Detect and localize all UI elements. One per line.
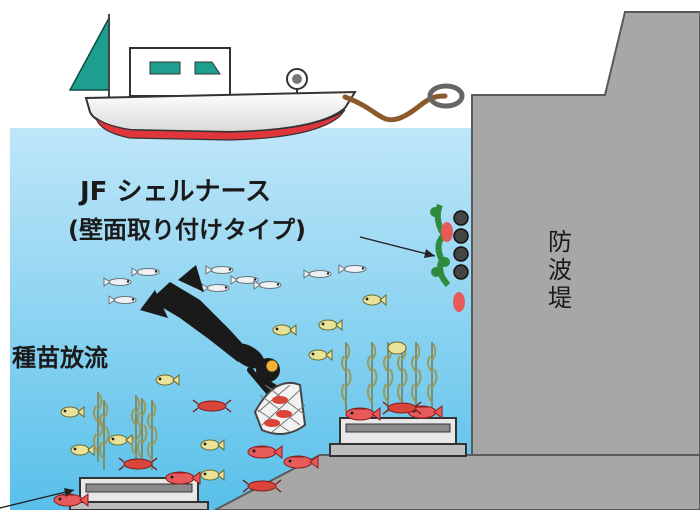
boat bbox=[68, 14, 357, 141]
reef-pointer-arrow bbox=[0, 489, 75, 509]
product-name-label: JF シェルナース bbox=[78, 177, 271, 207]
seabed bbox=[214, 454, 700, 510]
reef-block-left bbox=[69, 477, 209, 510]
product-subtitle-label: (壁面取り付けタイプ) bbox=[68, 216, 306, 244]
diver bbox=[140, 265, 285, 399]
mooring-ring bbox=[427, 83, 465, 109]
breakwater-label-2: 波 bbox=[548, 256, 572, 284]
breakwater-label-3: 堤 bbox=[548, 284, 572, 312]
seed-release-label: 種苗放流 bbox=[12, 344, 108, 372]
product-pointer-arrow bbox=[359, 236, 436, 257]
shell-nurse-wall-unit bbox=[430, 203, 469, 312]
breakwater bbox=[471, 11, 700, 461]
kelp-right bbox=[340, 341, 438, 413]
breakwater-label-1: 防 bbox=[548, 228, 572, 256]
release-net-bag bbox=[253, 381, 307, 435]
reef-block-right bbox=[329, 417, 467, 457]
